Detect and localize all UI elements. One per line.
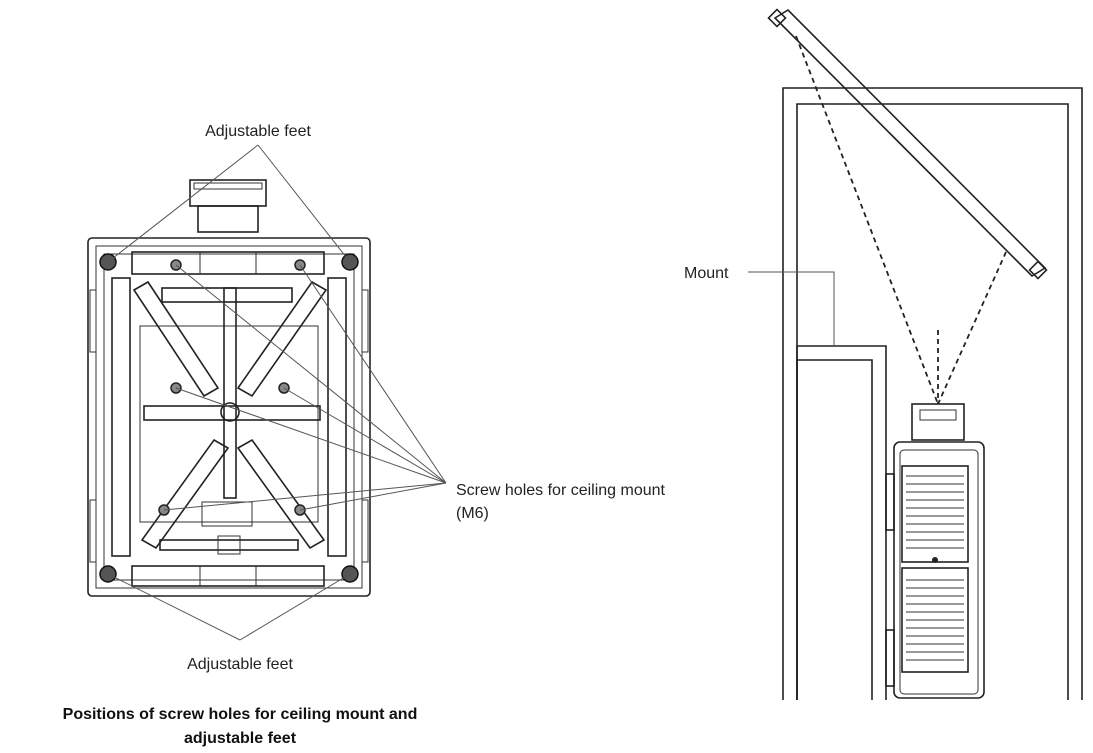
lens-housing — [189, 179, 267, 233]
mount-leader — [748, 271, 835, 346]
leader-lines — [107, 144, 447, 641]
mount-bracket — [796, 345, 887, 700]
projector-bottom-view — [87, 179, 371, 597]
caption-line-2: adjustable feet — [184, 730, 297, 747]
caption-line-1: Positions of screw holes for ceiling mou… — [63, 706, 418, 723]
label-screw-holes: Screw holes for ceiling mount — [456, 482, 666, 499]
vent-grille-upper — [906, 475, 964, 549]
vent-grille-lower — [906, 579, 964, 661]
ceiling-mount-side-view — [748, 8, 1083, 700]
projector-body-outline — [87, 237, 371, 597]
mirror — [767, 8, 1048, 280]
label-mount: Mount — [684, 265, 729, 282]
label-screw-holes-size: (M6) — [456, 505, 489, 522]
label-adjustable-feet-bottom: Adjustable feet — [187, 656, 293, 673]
label-adjustable-feet-top: Adjustable feet — [205, 123, 311, 140]
projector-side — [885, 403, 985, 699]
room-frame — [782, 87, 1083, 700]
